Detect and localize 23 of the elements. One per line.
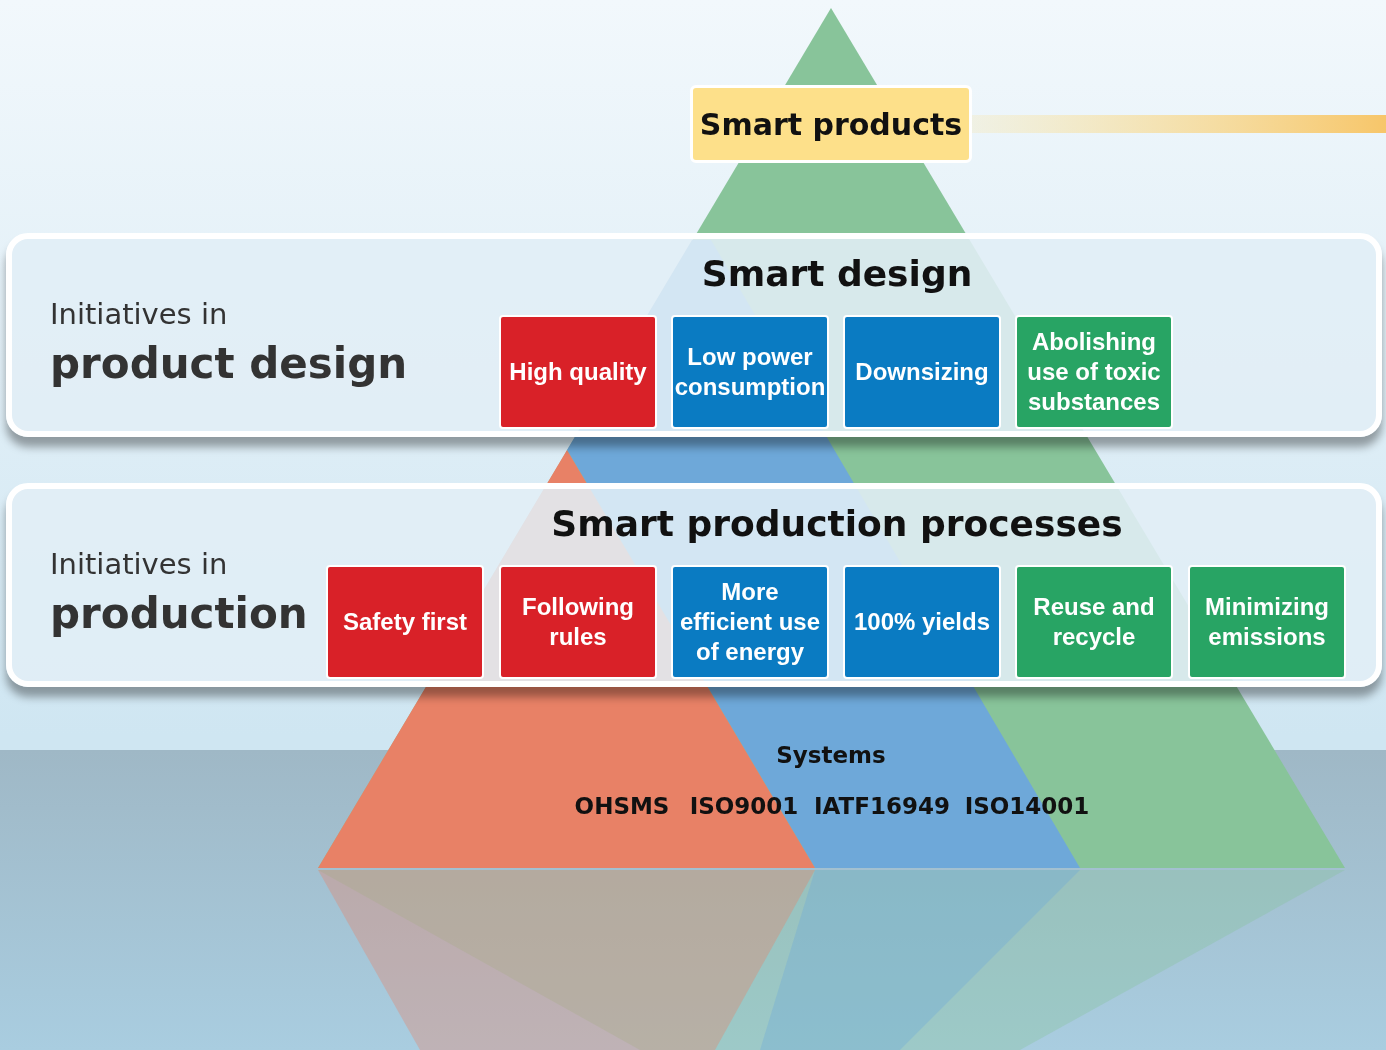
band-title: product design	[50, 339, 408, 388]
band-title: production	[50, 589, 308, 638]
band-heading: Smart production processes	[551, 503, 1123, 544]
initiative-tile: Abolishing use of toxic substances	[1015, 315, 1173, 429]
initiative-band	[6, 233, 1382, 437]
band-heading: Smart design	[701, 253, 973, 294]
initiative-tile: Minimizing emissions	[1188, 565, 1346, 679]
initiative-tile: More efficient use of energy	[671, 565, 829, 679]
band-subtitle: Initiatives in	[50, 297, 228, 331]
initiative-tile: 100% yields	[843, 565, 1001, 679]
initiative-tile: Following rules	[499, 565, 657, 679]
initiative-tile: Reuse and recycle	[1015, 565, 1173, 679]
initiative-tile: Downsizing	[843, 315, 1001, 429]
standard-label: ISO14001	[964, 793, 1090, 819]
band-subtitle: Initiatives in	[50, 547, 228, 581]
standard-label: OHSMS	[574, 793, 670, 819]
initiative-tile: High quality	[499, 315, 657, 429]
systems-heading: Systems	[776, 742, 886, 768]
initiative-tile: Low power consumption	[671, 315, 829, 429]
initiative-tile: Safety first	[326, 565, 484, 679]
top-level-box: Smart products	[690, 85, 972, 163]
initiative-band	[6, 483, 1382, 687]
standard-label: IATF16949	[814, 793, 950, 819]
